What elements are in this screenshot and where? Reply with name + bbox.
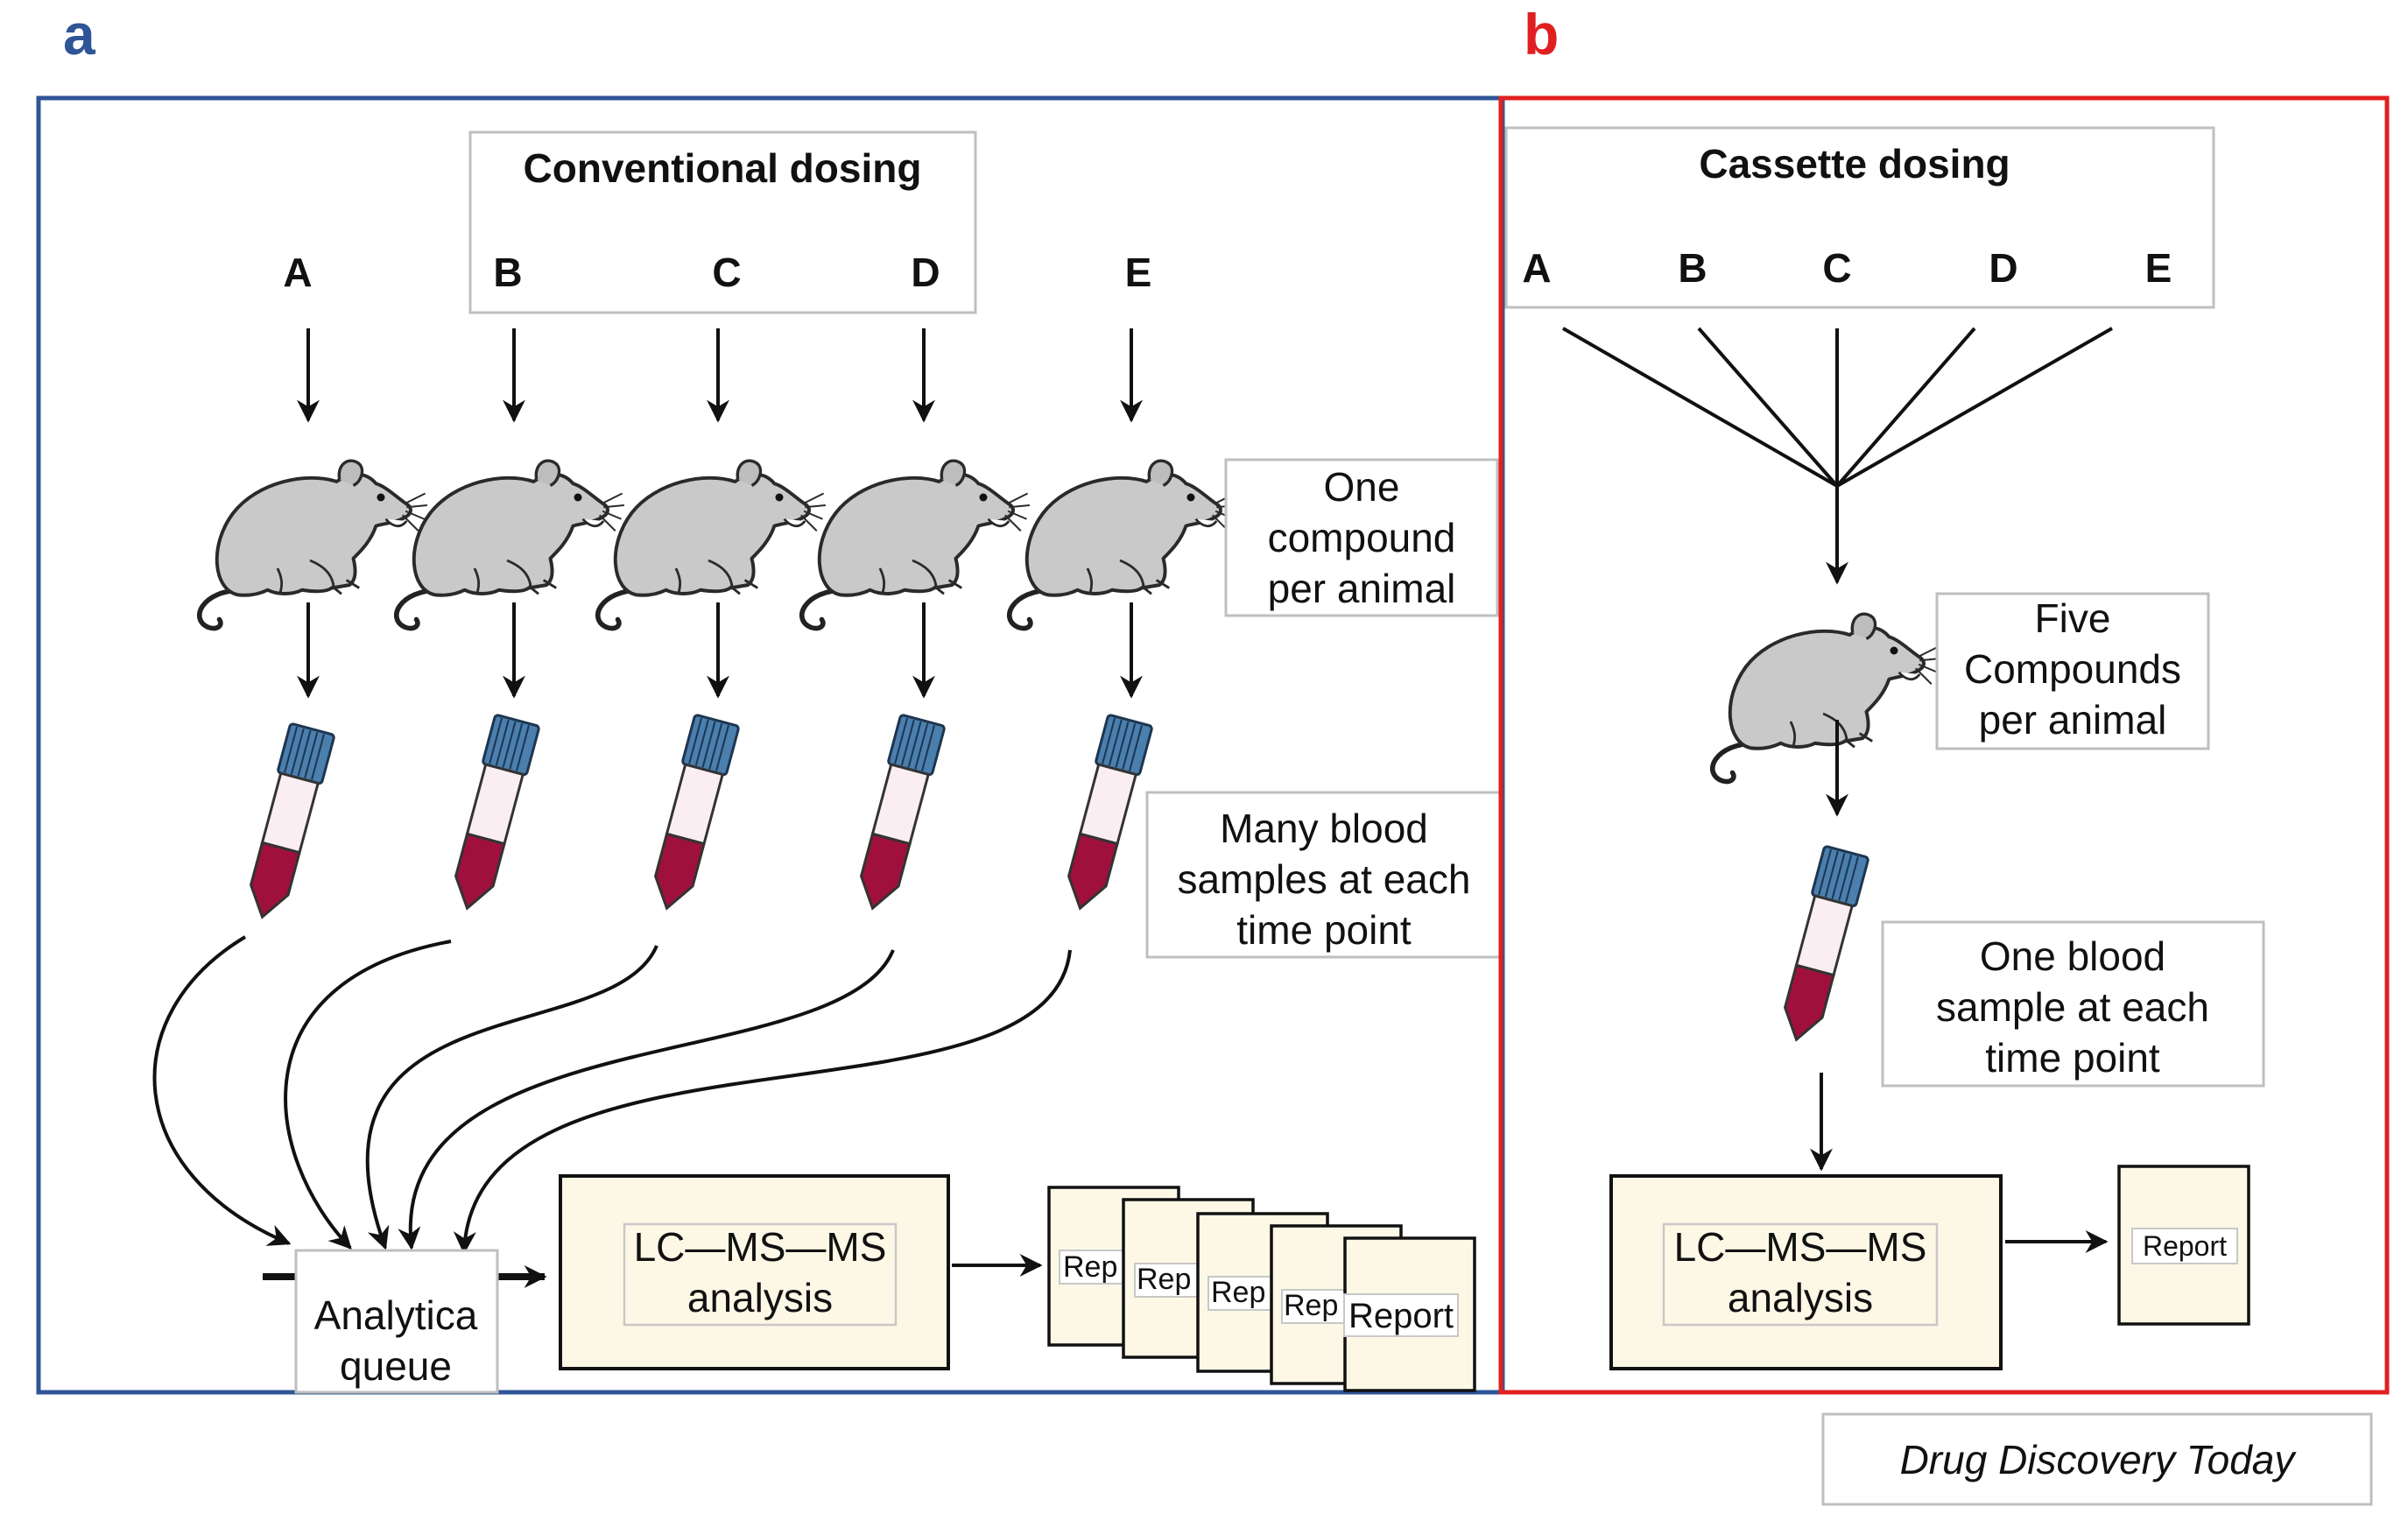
credit-box (1821, 1412, 2373, 1506)
compound-label-d: D (1989, 245, 2017, 291)
report-tag-text: Rep (1211, 1276, 1265, 1309)
report-label-b: Report (2143, 1230, 2227, 1262)
panel-a-queue-curves (152, 935, 1072, 1255)
panel-a-tubes (238, 713, 1154, 925)
rat-icon (1713, 614, 1940, 781)
panel-a-dose-arrows (297, 328, 1143, 423)
report-tag-b (2131, 1228, 2238, 1264)
compound-label-c: C (712, 250, 741, 295)
rat-icon (598, 461, 826, 628)
compound-label-b: B (1678, 245, 1707, 291)
cassette-title: Cassette dosing (1699, 141, 2010, 187)
note-line: Five (2035, 595, 2111, 641)
panel-b-compound-labels: A B C D E (1522, 245, 2172, 291)
panel-b-frame (1498, 95, 2390, 1395)
one-compound-note-box (1224, 458, 1499, 617)
note-line: Compounds (1964, 646, 2181, 692)
one-blood-note-box (1881, 920, 2265, 1088)
lcmsms-label-a-line1: LC—MS—MS (634, 1224, 887, 1270)
report-tag (1343, 1293, 1459, 1337)
blood-tube-icon (1056, 713, 1154, 916)
lcmsms-label-b-line2: analysis (1728, 1275, 1873, 1320)
cassette-converging-lines (1562, 327, 2113, 488)
analytica-queue-box (294, 1249, 499, 1394)
lcmsms-label-a-line2: analysis (687, 1275, 833, 1320)
note-line: Many blood (1220, 806, 1428, 851)
blood-tube-icon (443, 713, 541, 916)
compound-label-e: E (1125, 250, 1152, 295)
note-line: compound (1268, 515, 1456, 560)
rat-icon (1010, 461, 1237, 628)
blood-tube-icon (643, 713, 741, 916)
queue-label-line2: queue (340, 1343, 452, 1389)
cassette-title-box (1504, 126, 2215, 309)
five-compounds-note-box (1935, 592, 2210, 750)
panel-a-letter: a (63, 2, 96, 67)
compound-label-a: A (1522, 245, 1551, 291)
panel-a-compound-labels: A B C D E (283, 250, 1151, 295)
compound-label-c: C (1822, 245, 1851, 291)
rat-icon (397, 461, 624, 628)
report-label-a: Report (1348, 1297, 1454, 1335)
report-tag-text: Rep (1137, 1263, 1191, 1296)
report-stack: Rep Rep Rep Rep Report (1047, 1186, 1476, 1392)
rat-icon (802, 461, 1030, 628)
note-line: samples at each (1178, 856, 1471, 902)
compound-label-d: D (911, 250, 940, 295)
blood-tube-icon (1772, 844, 1870, 1047)
note-line: per animal (1268, 566, 1456, 611)
lcmsms-label-b-line1: LC—MS—MS (1674, 1224, 1927, 1270)
compound-label-a: A (283, 250, 312, 295)
many-blood-note: Many blood samples at each time point (1178, 806, 1471, 953)
note-line: One (1324, 464, 1400, 510)
note-line: time point (1985, 1035, 2160, 1081)
blood-tube-icon (848, 713, 947, 916)
panel-a-sample-arrows (297, 602, 1143, 699)
panel-b-letter: b (1524, 2, 1559, 67)
one-compound-note: One compound per animal (1268, 464, 1456, 611)
conventional-title-box (468, 130, 977, 314)
queue-label-line1: Analytica (314, 1292, 478, 1338)
compound-label-b: B (493, 250, 522, 295)
report-tag-text: Rep (1284, 1289, 1338, 1322)
note-line: time point (1236, 907, 1412, 953)
lcmsms-label-box-a (623, 1222, 898, 1327)
lcmsms-label-box-b (1662, 1222, 1939, 1327)
conventional-title: Conventional dosing (524, 145, 922, 191)
compound-label-e: E (2145, 245, 2172, 291)
rat-icon (200, 461, 427, 628)
many-blood-note-box (1145, 791, 1503, 959)
note-line: One blood (1980, 933, 2165, 979)
note-line: sample at each (1936, 984, 2209, 1030)
note-line: per animal (1979, 697, 2167, 743)
report-tag-text: Rep (1063, 1250, 1117, 1284)
blood-tube-icon (238, 722, 336, 925)
credit-text: Drug Discovery Today (1900, 1437, 2298, 1482)
